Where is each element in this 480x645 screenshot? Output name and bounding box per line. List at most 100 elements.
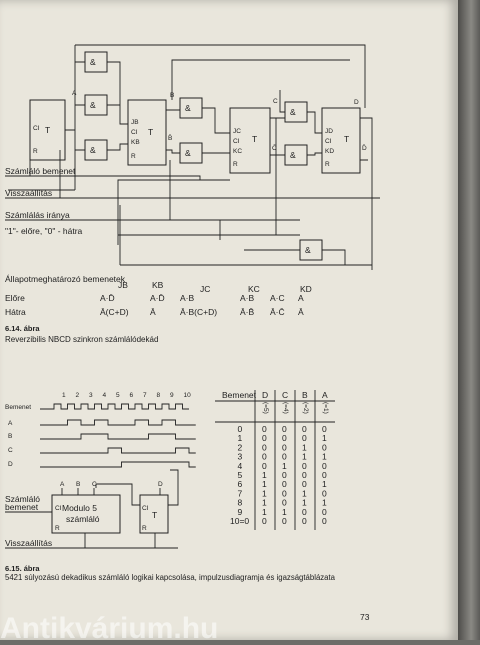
row-backward-jd: Ā·C̄ (270, 307, 285, 317)
row-forward-label: Előre (5, 293, 25, 303)
figure-caption-6-15: 5421 súlyozású dekadikus számláló logika… (5, 573, 336, 582)
truth-cell: 1 (262, 488, 267, 498)
ff-b-j: JB (131, 119, 139, 126)
pulse-number: 7 (143, 392, 147, 399)
truth-cell: 0 (302, 507, 307, 517)
truth-cell: 1 (302, 488, 307, 498)
truth-header-d: D (262, 390, 268, 400)
figure-number-6-15: 6.15. ábra (5, 564, 40, 573)
waveform-d (40, 461, 196, 468)
truth-cell: 0 (322, 470, 327, 480)
pulse-number: 2 (76, 392, 80, 399)
state-table-6-14: Állapotmeghatározó bemenetek JB KB JC KC… (5, 274, 312, 344)
pulse-number: 10 (184, 392, 192, 399)
ff-a-r: R (33, 148, 38, 155)
block-pin-b: B (76, 481, 80, 488)
pulse-number: 6 (130, 392, 134, 399)
ff-c-j: JC (233, 128, 241, 135)
truth-input-value: 5 (238, 470, 243, 480)
block-r: R (55, 525, 60, 532)
truth-input-value: 3 (238, 452, 243, 462)
truth-cell: 0 (282, 433, 287, 443)
block-ci: CI (55, 505, 62, 512)
ff-c-ci: CI (233, 138, 240, 145)
truth-cell: 0 (322, 461, 327, 471)
truth-header-a: A (322, 390, 328, 400)
pulse-number: 5 (116, 392, 120, 399)
ff-ci-6-15: CI (142, 505, 149, 512)
output-c: C (273, 98, 278, 105)
ff-a-label: T (45, 125, 50, 135)
ff-c-r: R (233, 161, 238, 168)
row-forward-jc: A·B (180, 293, 195, 303)
truth-input-value: 7 (238, 488, 243, 498)
input-label-reset: Visszaállítás (5, 538, 52, 548)
truth-cell: 0 (262, 452, 267, 462)
row-backward-kc: Ā·B̄ (240, 307, 255, 317)
waveform-c (40, 447, 196, 454)
weight-d: (=5) (262, 402, 269, 414)
ff-d-r: R (325, 161, 330, 168)
row-forward-kc: A·B (240, 293, 255, 303)
truth-cell: 0 (282, 442, 287, 452)
truth-input-value: 9 (238, 507, 243, 517)
truth-cell: 1 (322, 479, 327, 489)
block-pin-c: C (92, 481, 97, 488)
truth-cell: 1 (322, 433, 327, 443)
counter-circuit-6-14: T CI R & & & T JB CI KB R & & T JC CI KC… (5, 44, 380, 270)
table-title: Állapotmeghatározó bemenetek (5, 274, 126, 284)
row-forward-jb: A·D̄ (100, 293, 115, 303)
row-backward-jc: Ā·B(C+D) (180, 307, 217, 317)
truth-cell: 0 (282, 516, 287, 526)
timing-label-b: B (8, 433, 12, 440)
truth-header-c: C (282, 390, 288, 400)
figure-number-6-14: 6.14. ábra (5, 324, 40, 333)
truth-cell: 0 (322, 424, 327, 434)
weight-b: (=2) (302, 402, 309, 414)
input-direction-legend: "1"- előre, "0" - hátra (5, 226, 83, 236)
ff-c-label: T (252, 134, 257, 144)
truth-cell: 0 (282, 424, 287, 434)
book-page: T CI R & & & T JB CI KB R & & T JC CI KC… (0, 0, 458, 645)
truth-input-value: 10=0 (230, 516, 249, 526)
truth-cell: 1 (282, 461, 287, 471)
ff-d-k: KD (325, 148, 334, 155)
truth-cell: 0 (302, 479, 307, 489)
truth-cell: 1 (302, 452, 307, 462)
gate-4-symbol: & (185, 103, 191, 113)
block-label-line2: számláló (66, 514, 100, 524)
truth-cell: 1 (322, 452, 327, 462)
truth-cell: 1 (262, 479, 267, 489)
ff-label-6-15: T (152, 510, 157, 520)
truth-cell: 1 (262, 470, 267, 480)
row-forward-kd: A (298, 293, 304, 303)
input-label-bemenet: bemenet (5, 502, 39, 512)
ff-d-ci: CI (325, 138, 332, 145)
truth-input-value: 0 (238, 424, 243, 434)
truth-cell: 0 (322, 516, 327, 526)
watermark: Antikvárium.hu (0, 612, 218, 640)
row-backward-label: Hátra (5, 307, 26, 317)
input-reset: Visszaállítás (5, 188, 52, 198)
truth-cell: 1 (322, 498, 327, 508)
gate-5-symbol: & (185, 148, 191, 158)
truth-cell: 0 (282, 498, 287, 508)
col-kc: KC (248, 284, 260, 294)
ff-d-j: JD (325, 128, 333, 135)
ff-b-ci: CI (131, 129, 138, 136)
row-backward-jb: Ā(C+D) (100, 307, 129, 317)
timing-label-c: C (8, 447, 13, 454)
col-jb: JB (118, 280, 128, 290)
row-forward-kb: A·D̄ (150, 293, 165, 303)
output-c-inverted: C̄ (272, 144, 277, 152)
waveform-a (40, 419, 196, 426)
truth-cell: 0 (282, 479, 287, 489)
timing-label-d: D (8, 461, 13, 468)
truth-cell: 1 (262, 507, 267, 517)
truth-cell: 0 (302, 470, 307, 480)
waveform-b (40, 433, 196, 440)
figure-caption-6-14: Reverzibilis NBCD szinkron számlálódekád (5, 335, 158, 344)
truth-input-value: 6 (238, 479, 243, 489)
output-a: A (72, 90, 77, 97)
